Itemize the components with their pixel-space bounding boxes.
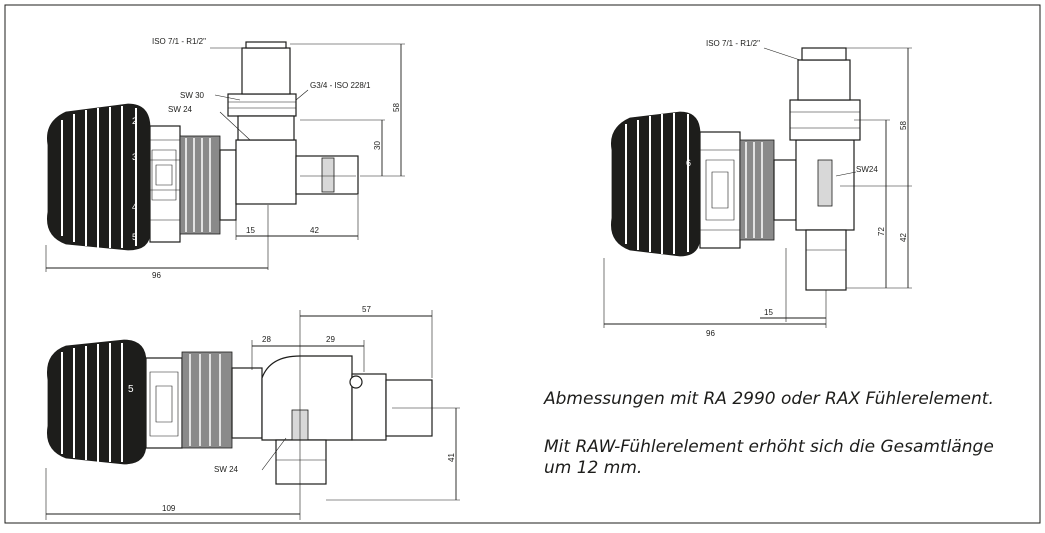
dim-109-bl: 109: [162, 504, 176, 513]
label-thread-top-r: ISO 7/1 - R1/2": [706, 39, 760, 48]
valve-body-bottom-left: [231, 355, 433, 485]
bottom-left-valve-drawing: 5 57 28 29: [45, 305, 460, 520]
note-line-1: Abmessungen mit RA 2990 oder RAX Fühlere…: [544, 389, 994, 409]
thermostat-head-bottom-left: 5: [47, 339, 233, 465]
label-sw24-r: SW24: [856, 165, 878, 174]
dim-29-bl: 29: [326, 335, 335, 344]
dial-mark-5-bl: 5: [128, 384, 134, 395]
dim-72-r: 72: [877, 227, 886, 236]
dimensions-bottom-left: 57 28 29 SW 24 41 109: [45, 305, 460, 520]
top-left-valve-drawing: ISO 7/1 - R1/2" SW 30 SW 24 G3/4 - ISO 2…: [45, 37, 405, 280]
note-line-2b: um 12 mm.: [544, 458, 643, 478]
note-line-2a: Mit RAW-Fühlerelement erhöht sich die Ge…: [544, 437, 994, 457]
dim-96-r: 96: [706, 329, 715, 338]
dial-mark-3: 3: [132, 152, 137, 162]
dim-41-bl: 41: [447, 453, 456, 462]
dim-42-r: 42: [899, 233, 908, 242]
dial-mark-2: 2: [132, 116, 137, 126]
thermostat-head-right: 6: [611, 111, 797, 257]
dim-96-tl: 96: [152, 271, 161, 280]
dim-58-tl: 58: [392, 103, 401, 112]
label-thread-top-tl: ISO 7/1 - R1/2": [152, 37, 206, 46]
thermostat-head-top-left: [47, 103, 237, 251]
label-sw24-bl: SW 24: [214, 465, 239, 474]
dim-30-tl: 30: [373, 141, 382, 150]
valve-body-right: [789, 47, 861, 291]
dim-15-r: 15: [764, 308, 773, 317]
frame-border: [4, 4, 1041, 524]
dial-marks-top-left: 2 3 4 5: [132, 116, 137, 242]
dim-58-r: 58: [899, 121, 908, 130]
valve-body-top-left: [227, 41, 359, 205]
dim-15-tl: 15: [246, 226, 255, 235]
dim-57-bl: 57: [362, 305, 371, 314]
right-valve-drawing: 6 ISO 7/1 - R1/2" SW2: [603, 39, 912, 338]
dimensions-top-left: ISO 7/1 - R1/2" SW 30 SW 24 G3/4 - ISO 2…: [45, 37, 405, 280]
dim-28-bl: 28: [262, 335, 271, 344]
dimensions-right: ISO 7/1 - R1/2" SW24 58 42 72 15 96: [603, 39, 912, 338]
dial-mark-4: 4: [132, 202, 137, 212]
label-sw-upper-tl: SW 30: [180, 91, 205, 100]
dim-42-tl: 42: [310, 226, 319, 235]
dial-mark-6: 6: [686, 158, 691, 168]
label-thread-side-tl: G3/4 - ISO 228/1: [310, 81, 371, 90]
label-sw-lower-tl: SW 24: [168, 105, 193, 114]
dial-mark-5: 5: [132, 232, 137, 242]
